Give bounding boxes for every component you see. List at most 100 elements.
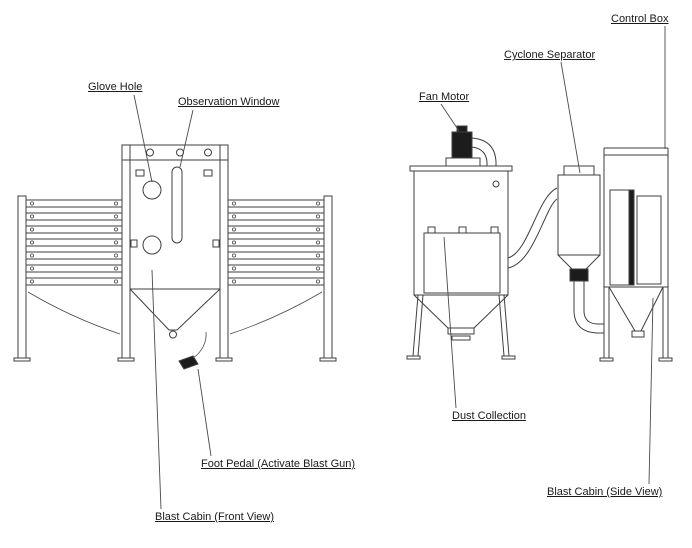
table-slat xyxy=(227,199,325,208)
drop-pipe-bend xyxy=(583,311,604,325)
blast-cabin-side-view-group xyxy=(406,125,673,362)
foot-pedal-body xyxy=(178,355,199,370)
label-blast-cabin-front: Blast Cabin (Front View) xyxy=(155,511,275,523)
table-slat xyxy=(227,251,325,260)
duct-wall xyxy=(507,187,558,259)
table-slat xyxy=(25,212,123,221)
cabin-inner-panel xyxy=(636,195,662,285)
cyclone-separator xyxy=(557,165,604,334)
table-slat xyxy=(25,251,123,260)
table-slat xyxy=(25,225,123,234)
leg-foot xyxy=(215,357,233,362)
left-under-table-skirt xyxy=(27,291,121,335)
leg-foot xyxy=(406,355,421,360)
top-rail-bolt xyxy=(204,148,212,157)
cyclone-drop-pipe xyxy=(573,281,585,312)
foot-pedal-cable xyxy=(192,331,207,359)
fan-motor-body xyxy=(451,131,473,159)
hopper-outlet xyxy=(169,330,177,339)
cabin-walls xyxy=(603,148,669,358)
label-fan-motor: Fan Motor xyxy=(419,91,470,103)
cyclone-body xyxy=(557,174,601,256)
collector-slide-gate xyxy=(451,335,471,341)
label-foot-pedal: Foot Pedal (Activate Blast Gun) xyxy=(201,458,356,470)
drop-pipe-bend xyxy=(573,311,604,334)
leader-cyclone-separator xyxy=(560,61,581,174)
leader-dust-collection xyxy=(443,236,457,409)
table-slat xyxy=(227,277,325,286)
leader-blast-cabin-front xyxy=(151,269,162,510)
fan-elbow-duct xyxy=(471,146,488,167)
fan-elbow-duct xyxy=(471,137,497,167)
table-slat xyxy=(25,264,123,273)
collector-box xyxy=(413,170,509,296)
label-blast-cabin-side: Blast Cabin (Side View) xyxy=(547,486,663,498)
left-table-post xyxy=(17,195,27,359)
panel-hinge xyxy=(130,239,138,248)
cabin-hopper-outlet xyxy=(631,330,645,338)
collector-hopper xyxy=(413,294,509,329)
duct-wall xyxy=(507,198,558,269)
front-cabinet-body xyxy=(13,144,337,362)
leader-observation-window xyxy=(179,109,194,168)
leader-blast-cabin-side xyxy=(648,297,654,485)
collector-legs xyxy=(412,294,510,357)
top-rail-bolt xyxy=(146,148,154,157)
slat-bolts xyxy=(231,201,320,284)
label-cyclone-separator: Cyclone Separator xyxy=(504,49,596,61)
door-clip xyxy=(490,226,499,234)
leg-foot xyxy=(319,357,337,362)
table-slat xyxy=(227,264,325,273)
dust-collector xyxy=(406,125,516,360)
table-slat xyxy=(227,238,325,247)
glove-hole-lower xyxy=(142,235,162,255)
table-slat xyxy=(227,225,325,234)
leader-fan-motor xyxy=(440,103,460,132)
foot-pedal xyxy=(178,331,207,370)
table-slat xyxy=(25,277,123,286)
right-work-table xyxy=(227,195,333,359)
label-dust-collection: Dust Collection xyxy=(452,410,526,422)
cyclone-valve xyxy=(569,268,589,282)
collector-access-door xyxy=(423,232,501,294)
door-clip xyxy=(427,226,436,234)
right-table-post xyxy=(323,195,333,359)
control-box-panel xyxy=(609,189,630,286)
table-slat xyxy=(25,199,123,208)
label-glove-hole: Glove Hole xyxy=(88,81,143,93)
collector-hopper-outlet xyxy=(447,327,475,335)
cabinet-left-column xyxy=(121,144,131,359)
collector-top-flange xyxy=(409,165,513,172)
table-slat xyxy=(227,212,325,221)
right-under-table-skirt xyxy=(229,291,323,335)
leader-glove-hole xyxy=(133,94,153,183)
collector-inlet-port xyxy=(492,180,500,188)
table-slat xyxy=(25,238,123,247)
cabin-leg-inner-lines xyxy=(608,287,664,358)
cabin-hopper xyxy=(608,286,664,332)
cyclone-cone xyxy=(557,254,601,270)
panel-latch xyxy=(203,169,213,177)
leg-foot xyxy=(501,355,516,360)
leg-foot xyxy=(117,357,135,362)
panel-hinge xyxy=(212,239,220,248)
label-observation-window: Observation Window xyxy=(178,96,280,108)
front-panel xyxy=(129,159,221,290)
leg-foot xyxy=(658,357,673,362)
glove-hole-upper xyxy=(142,180,162,200)
cabinet-right-column xyxy=(219,144,229,359)
left-work-table xyxy=(17,195,123,359)
door-clip xyxy=(458,226,467,234)
front-hopper xyxy=(129,288,221,331)
collector-cyclone-duct xyxy=(507,187,558,269)
observation-window-slot xyxy=(171,166,183,244)
leg-foot xyxy=(599,357,614,362)
blast-cabin-front-view xyxy=(13,144,337,370)
annotation-leaders xyxy=(133,26,666,510)
slat-bolts xyxy=(29,201,119,284)
fan-motor-cap xyxy=(456,125,468,133)
panel-latch xyxy=(135,169,145,177)
leg-foot xyxy=(13,357,31,362)
